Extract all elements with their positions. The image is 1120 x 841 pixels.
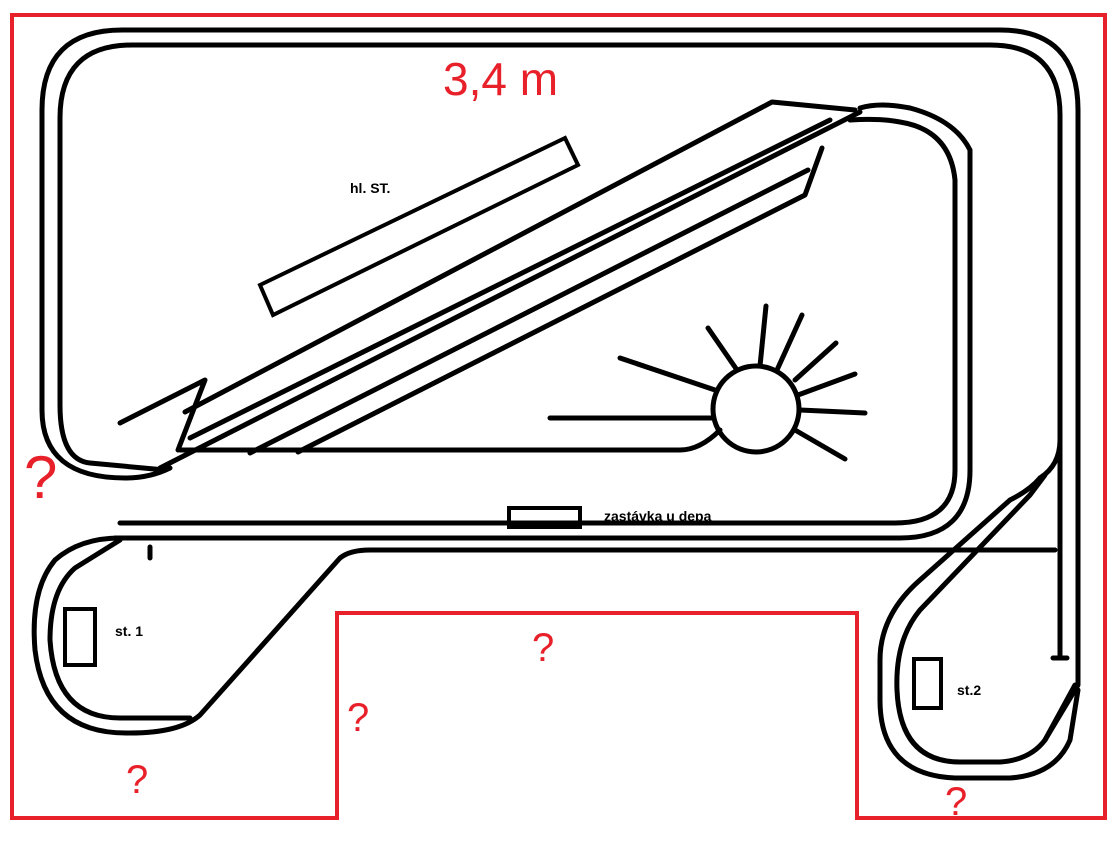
unknown-mark-notch: ? bbox=[347, 696, 370, 740]
main-station-tracks bbox=[117, 99, 863, 471]
station-2-label: st.2 bbox=[957, 682, 982, 698]
room-boundary bbox=[10, 13, 1107, 820]
depot-stop-platform bbox=[507, 506, 582, 529]
unknown-mark-bottom-right: ? bbox=[945, 780, 968, 824]
station-1-platform bbox=[63, 607, 97, 667]
main-station-platform bbox=[257, 135, 581, 318]
station-2-platform bbox=[912, 657, 943, 710]
turntable-depot bbox=[547, 303, 868, 462]
station-2-loop bbox=[877, 437, 1081, 781]
dimension-label: 3,4 m bbox=[443, 53, 559, 105]
unknown-mark-bottom-left: ? bbox=[126, 758, 149, 802]
unknown-mark-left: ? bbox=[24, 444, 58, 511]
station-1-loop bbox=[31, 535, 1058, 736]
main-station-label: hl. ST. bbox=[350, 180, 391, 196]
unknown-mark-center: ? bbox=[532, 626, 555, 670]
depot-stop-label: zastávka u depa bbox=[604, 508, 712, 524]
station-1-label: st. 1 bbox=[115, 623, 144, 639]
main-loop-track bbox=[39, 27, 1081, 743]
